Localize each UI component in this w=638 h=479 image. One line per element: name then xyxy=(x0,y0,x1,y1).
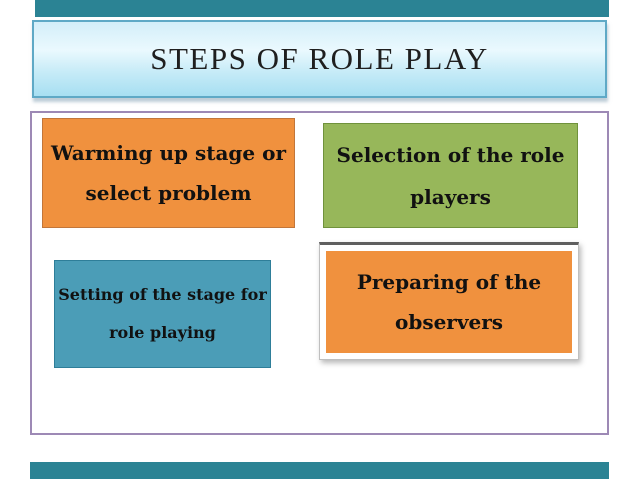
bottom-accent-bar xyxy=(30,462,609,479)
step-box-warming-up: Warming up stage or select problem xyxy=(42,118,295,228)
step-label-line: Warming up stage or xyxy=(51,141,286,165)
step-label-line: players xyxy=(410,184,491,209)
step-label-line: Setting of the stage for xyxy=(58,285,267,305)
step-label-line: Selection of the role xyxy=(336,142,565,167)
top-accent-bar xyxy=(35,0,609,17)
slide-title: STEPS OF ROLE PLAY xyxy=(150,41,489,76)
title-box: STEPS OF ROLE PLAY xyxy=(32,20,607,98)
step-box-setting-stage: Setting of the stage for role playing xyxy=(54,260,271,368)
step-label-line: role playing xyxy=(109,323,216,342)
step-box-observers-frame: Preparing of the observers xyxy=(319,242,579,360)
step-label-line: select problem xyxy=(85,181,252,205)
step-box-observers: Preparing of the observers xyxy=(326,251,572,353)
step-label-line: observers xyxy=(395,310,503,334)
step-label-line: Preparing of the xyxy=(356,270,542,294)
step-box-role-players: Selection of the role players xyxy=(323,123,578,228)
